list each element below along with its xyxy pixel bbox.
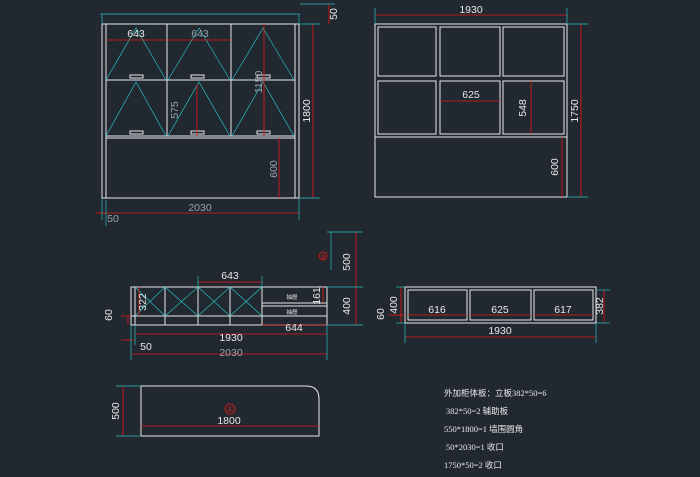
note-line-2: 382*50=2 辅助板 bbox=[446, 406, 509, 416]
plan-dimensions bbox=[121, 232, 357, 355]
back-dimensions bbox=[375, 14, 582, 197]
plan-side-offset: 50 bbox=[140, 341, 152, 353]
panel-marker: ① bbox=[226, 405, 233, 414]
note-line-5: 1750*50=2 收口 bbox=[444, 460, 502, 470]
plan-drawer-height: 161 bbox=[311, 287, 323, 305]
plan-overall-width: 2030 bbox=[219, 347, 243, 359]
door-diagonals bbox=[105, 27, 295, 137]
back-cabinet-outline bbox=[374, 23, 568, 198]
back-cell-height: 548 bbox=[517, 99, 529, 117]
panel-height: 500 bbox=[110, 402, 122, 420]
front-cabinet-outline bbox=[101, 23, 300, 199]
panel-marker-circle bbox=[224, 403, 236, 415]
shelf-extensions bbox=[396, 286, 610, 343]
front-inner-height: 1150 bbox=[253, 71, 265, 94]
plan-inner-width: 1930 bbox=[219, 332, 243, 344]
shelf-outline bbox=[404, 286, 597, 324]
front-width-top-mid: 643 bbox=[191, 28, 209, 40]
plan-drawer-label-1: 抽屉 bbox=[286, 293, 298, 301]
shelf-overall-width: 1930 bbox=[488, 325, 512, 337]
plan-left-offset: 60 bbox=[103, 309, 115, 321]
plan-marker-circle bbox=[318, 251, 328, 261]
front-overall-width: 2030 bbox=[188, 202, 212, 214]
door-handles bbox=[129, 74, 271, 135]
note-line-1: 外加柜体板：立板382*50=6 bbox=[444, 388, 547, 398]
plan-depth-left: 322 bbox=[137, 293, 149, 311]
shelf-cell-1: 616 bbox=[428, 304, 446, 316]
note-line-3: 550*1800=1 墙围圆角 bbox=[444, 424, 523, 434]
shelf-dimensions bbox=[389, 287, 605, 338]
front-extensions bbox=[100, 3, 335, 226]
front-base-height: 600 bbox=[268, 160, 280, 178]
front-dimensions bbox=[96, 4, 330, 214]
plan-marker: ③ bbox=[320, 253, 326, 261]
plan-extensions bbox=[130, 231, 363, 360]
back-view bbox=[374, 23, 568, 198]
back-cell-width: 625 bbox=[462, 89, 480, 101]
back-extensions bbox=[374, 8, 588, 198]
back-base-height: 600 bbox=[549, 158, 561, 176]
shelf-cell-2: 625 bbox=[491, 304, 509, 316]
plan-drawer-width: 644 bbox=[285, 322, 303, 334]
plan-drawer-label-2: 抽屉 bbox=[286, 308, 298, 316]
panel-extensions bbox=[116, 385, 141, 437]
shelf-depth-right: 382 bbox=[594, 297, 606, 315]
plan-depth-upper: 400 bbox=[341, 297, 353, 315]
front-side-offset: 50 bbox=[107, 213, 119, 225]
plan-side-height: 500 bbox=[341, 253, 353, 271]
front-width-top-left: 643 bbox=[127, 28, 145, 40]
shelf-left-offset: 60 bbox=[375, 308, 387, 320]
back-overall-width: 1930 bbox=[459, 4, 483, 16]
front-door-height: 575 bbox=[169, 101, 181, 119]
shelf-cell-3: 617 bbox=[554, 304, 572, 316]
panel-view bbox=[140, 385, 320, 437]
shelf-view bbox=[404, 286, 597, 324]
note-line-4: 50*2030=1 收口 bbox=[446, 442, 504, 452]
plan-diagonals bbox=[134, 286, 263, 317]
panel-dimensions bbox=[122, 386, 319, 436]
back-overall-height: 1750 bbox=[569, 99, 581, 123]
panel-outline bbox=[140, 385, 320, 437]
front-view bbox=[101, 23, 300, 199]
front-overall-height: 1800 bbox=[301, 99, 313, 123]
front-top-gap: 50 bbox=[328, 8, 340, 20]
shelf-depth: 400 bbox=[388, 296, 400, 314]
plan-top-width: 643 bbox=[221, 270, 239, 282]
parts-notes: 外加柜体板：立板382*50=6 382*50=2 辅助板 550*1800=1… bbox=[444, 388, 547, 470]
plan-view bbox=[130, 286, 328, 326]
panel-length: 1800 bbox=[217, 415, 241, 427]
